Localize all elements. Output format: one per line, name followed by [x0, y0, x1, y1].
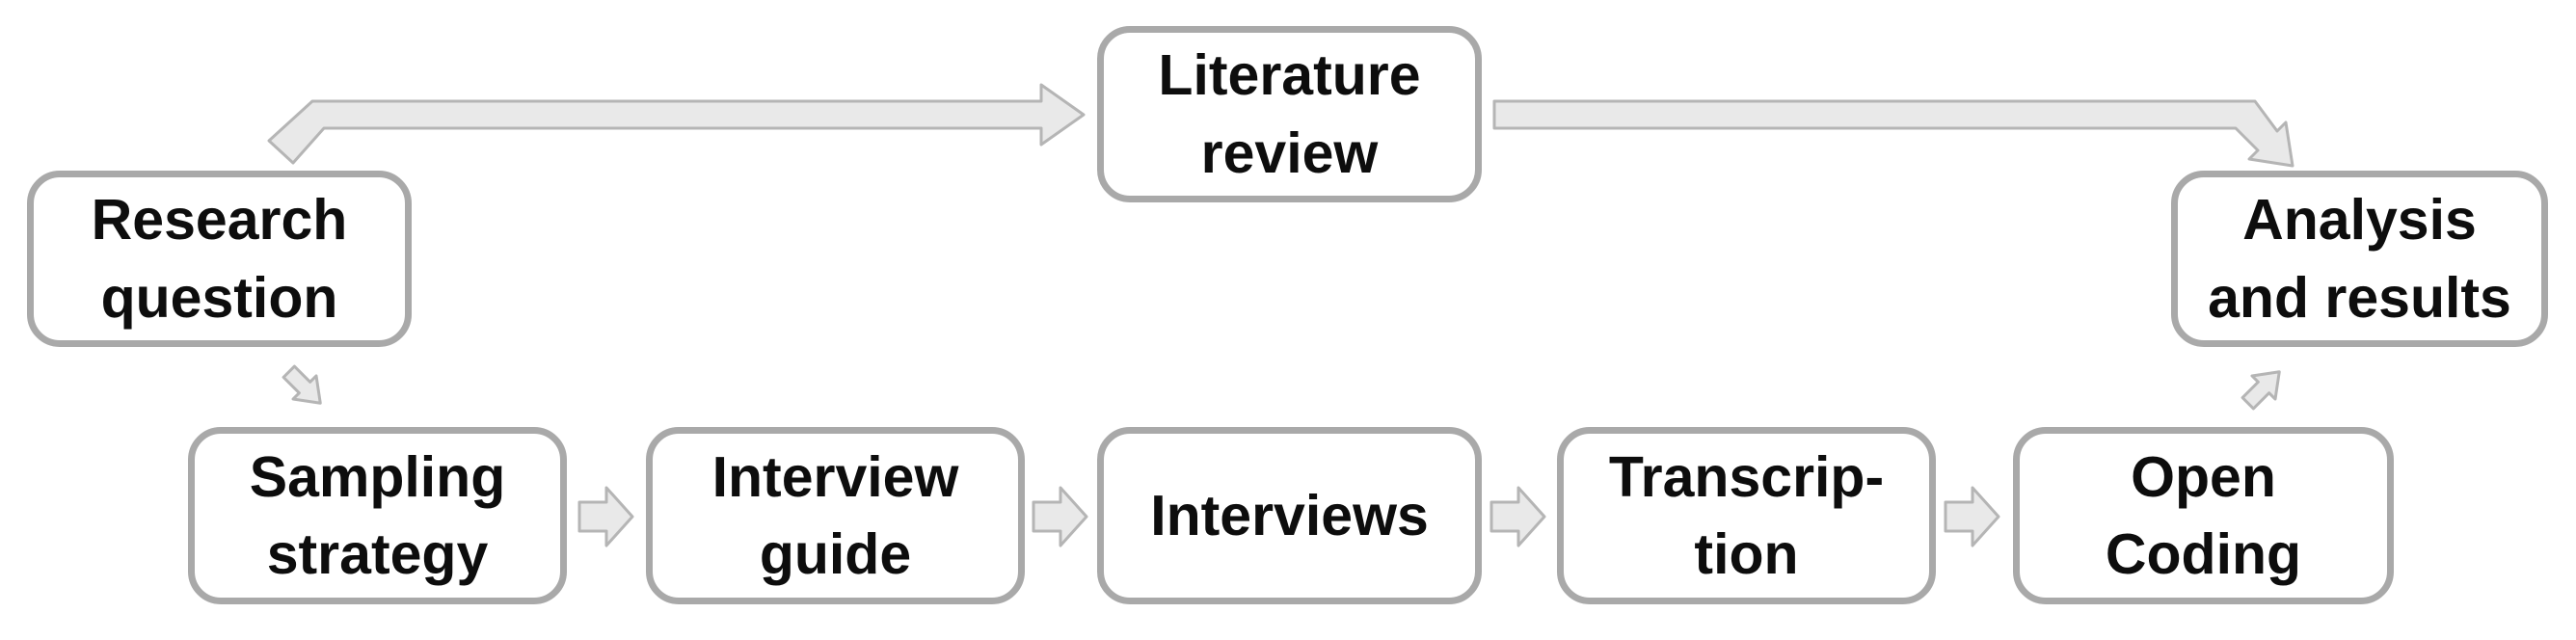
arrow-literature-review-to-analysis-and-results: [1492, 99, 2294, 168]
arrow-sampling-strategy-to-interview-guide: [577, 486, 634, 547]
arrow-research-question-to-literature-review: [267, 83, 1086, 165]
node-analysis-and-results: Analysis and results: [2171, 171, 2548, 347]
arrow-transcription-to-open-coding: [1944, 486, 2000, 547]
node-open-coding-label: Open Coding: [2105, 444, 2302, 586]
arrow-interview-guide-to-interviews: [1032, 486, 1088, 547]
node-interview-guide-label: Interview guide: [711, 444, 959, 586]
node-research-question: Research question: [27, 171, 412, 347]
node-interview-guide: Interview guide: [646, 427, 1025, 604]
node-transcription: Transcrip- tion: [1557, 427, 1936, 604]
node-analysis-and-results-label: Analysis and results: [2208, 188, 2511, 330]
node-open-coding: Open Coding: [2013, 427, 2394, 604]
node-transcription-label: Transcrip- tion: [1608, 444, 1885, 586]
node-interviews: Interviews: [1097, 427, 1482, 604]
arrow-open-coding-to-analysis-and-results: [2241, 370, 2281, 411]
arrow-interviews-to-transcription: [1489, 486, 1546, 547]
node-literature-review: Literature review: [1097, 26, 1482, 202]
node-interviews-label: Interviews: [1150, 483, 1429, 547]
arrow-research-question-to-sampling-strategy: [282, 364, 322, 405]
node-literature-review-label: Literature review: [1158, 43, 1421, 185]
node-research-question-label: Research question: [91, 188, 348, 330]
node-sampling-strategy-label: Sampling strategy: [249, 444, 506, 586]
node-sampling-strategy: Sampling strategy: [188, 427, 567, 604]
